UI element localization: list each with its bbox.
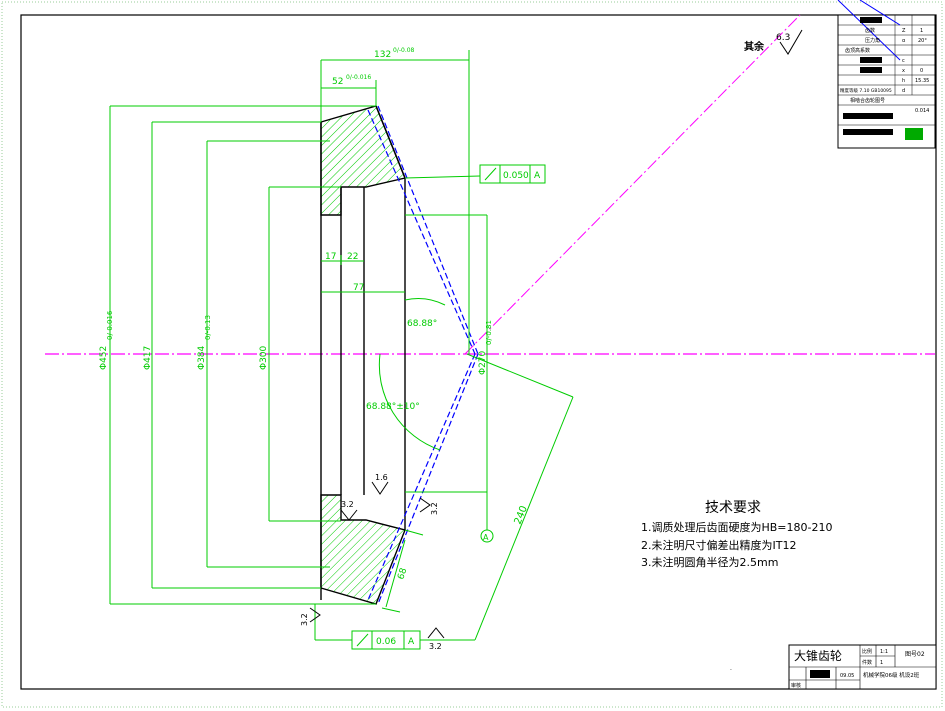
parameter-table: 齿数 Z 1 压力角 α 20° 齿顶高系数 c x 0 h 15.35 d 精… [837,0,936,149]
svg-text:0.06: 0.06 [376,637,396,647]
dim-22: 22 [347,252,358,262]
svg-text:Z: Z [902,28,906,34]
dim-52-tol: 0/-0.016 [346,74,371,81]
dim-angle-1: 68.88° [407,319,437,329]
svg-text:15.35: 15.35 [915,78,929,84]
svg-text:3.2: 3.2 [430,502,439,515]
svg-text:1: 1 [880,660,883,666]
svg-text:1: 1 [920,28,923,34]
gear-section-bottom [320,494,406,605]
svg-text:相啮合齿轮图号: 相啮合齿轮图号 [850,97,885,104]
svg-text:d: d [902,88,905,94]
svg-text:6.3: 6.3 [776,33,790,43]
tech-item-2: 2.未注明尺寸偏差出精度为IT12 [641,538,796,552]
dim-384: Φ384 [197,345,207,370]
svg-text:h: h [902,78,905,84]
svg-text:3.2: 3.2 [341,500,354,509]
svg-text:精度等级 7.10 GB10095: 精度等级 7.10 GB10095 [840,87,892,94]
dim-77: 77 [353,283,364,293]
svg-text:3.2: 3.2 [300,613,309,626]
dim-hub-tol: 0/-0.81 [485,320,493,345]
cone-axis-line [464,14,801,355]
dim-132-tol: 0/-0.08 [393,47,415,54]
dim-bore: Φ300 [259,345,269,370]
svg-text:09.05: 09.05 [840,673,854,679]
svg-text:1.6: 1.6 [375,473,388,482]
dim-52: 52 [332,77,343,87]
dim-outer-diameter: Φ452 [99,346,109,370]
dim-417: Φ417 [143,346,153,370]
svg-text:比例: 比例 [862,648,872,655]
svg-text:x: x [902,68,905,74]
surface-finish-5: 3.2 [427,627,445,651]
svg-text:A: A [483,533,489,542]
dim-angle-2: 68.88°±10° [366,402,420,412]
tech-item-3: 3.未注明圆角半径为2.5mm [641,555,778,569]
surface-finish-4: 3.2 [300,607,321,626]
svg-text:压力角: 压力角 [865,37,880,44]
surface-finish-2: 3.2 [340,500,358,521]
svg-text:20°: 20° [918,38,927,44]
dim-384-tol: 0/-0.13 [204,315,212,340]
svg-text:0.050: 0.050 [503,171,529,181]
svg-text:α: α [902,38,906,44]
gear-face-line [375,105,406,179]
datum-marker: A [480,529,494,543]
part-name: 大锥齿轮 [794,649,842,663]
svg-text:其余: 其余 [744,40,765,53]
surface-finish-remaining: 其余 6.3 [744,29,803,55]
tolerance-frame-top: 0.050 A [479,164,546,184]
dim-face-width: 68 [396,567,409,581]
svg-text:3.2: 3.2 [429,642,442,651]
tech-item-1: 1.调质处理后齿面硬度为HB=180-210 [641,520,833,534]
svg-text:1:1: 1:1 [880,649,888,655]
svg-text:齿数: 齿数 [865,27,875,34]
svg-text:图号02: 图号02 [905,651,925,658]
svg-text:审核: 审核 [791,682,801,689]
dim-132: 132 [374,50,391,60]
svg-text:c: c [902,58,905,64]
tech-title: 技术要求 [705,500,761,516]
dim-hub: Φ270 [478,350,488,375]
svg-text:0: 0 [920,68,923,74]
stray-mark: . [730,665,732,672]
sheet-frame [20,14,937,690]
svg-text:机械学院06级 机设2班: 机械学院06级 机设2班 [863,671,920,679]
title-block: 大锥齿轮 比例 1:1 图号02 件数 1 机械学院06级 机设2班 09.05… [788,644,937,690]
surface-finish-1: 1.6 [371,473,389,495]
svg-text:A: A [534,171,541,181]
svg-text:0.014: 0.014 [915,108,929,114]
dim-17: 17 [325,252,336,262]
svg-text:件数: 件数 [862,659,872,666]
dim-outer-diameter-tol: 0/-0.016 [106,310,114,340]
svg-text:A: A [408,637,415,647]
svg-text:齿顶高系数: 齿顶高系数 [845,47,870,54]
surface-finish-3: 3.2 [419,497,439,515]
tolerance-frame-bottom: 0.06 A [351,630,421,650]
dim-cone-length: 240 [513,504,530,526]
dimension-lines [109,50,574,641]
